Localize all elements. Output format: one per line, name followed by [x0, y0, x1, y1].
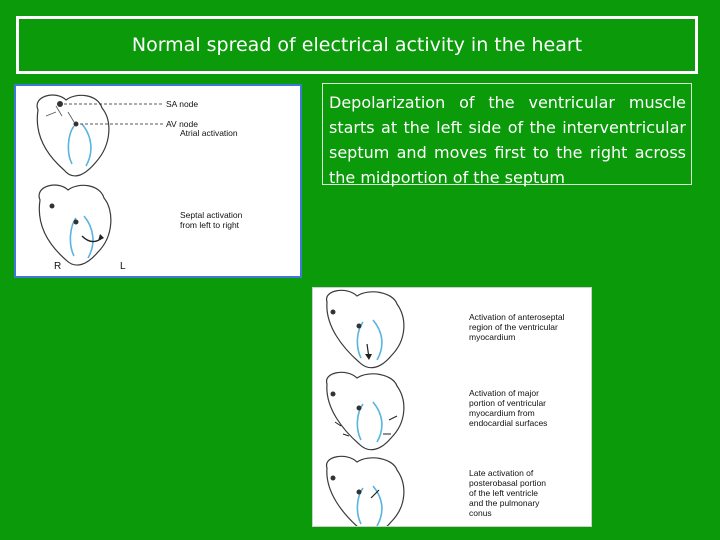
slide-title-box: Normal spread of electrical activity in … — [16, 16, 698, 74]
label-anteroseptal: Activation of anteroseptal region of the… — [469, 312, 565, 342]
label-sa-node: SA node — [166, 99, 199, 109]
heart-late-activation — [326, 455, 405, 526]
description-box: Depolarization of the ventricular muscle… — [322, 83, 692, 187]
sa-node-dot-2 — [49, 203, 55, 209]
av-node-dot — [73, 121, 79, 127]
slide-title: Normal spread of electrical activity in … — [131, 34, 583, 56]
heart-anteroseptal — [326, 289, 405, 369]
heart-atrial-activation — [36, 94, 110, 177]
heart-major-portion — [326, 371, 405, 451]
label-atrial-activation: Atrial activation — [180, 128, 238, 138]
figure-ventricular-activation: Activation of anteroseptal region of the… — [312, 287, 592, 527]
sa-node-dot — [57, 101, 63, 107]
label-late-activation: Late activation of posterobasal portion … — [469, 468, 547, 518]
heart-diagram-bottom — [326, 289, 405, 526]
label-right: R — [54, 261, 62, 272]
av-node-dot-2 — [73, 219, 79, 225]
label-av-node: AV node — [166, 119, 198, 129]
label-left: L — [120, 261, 126, 272]
label-septal-activation: Septal activation from left to right — [180, 210, 243, 230]
figure-atrial-septal-activation: SA node AV node Atrial activation Septal… — [14, 84, 302, 278]
label-major-portion: Activation of major portion of ventricul… — [469, 388, 548, 428]
heart-diagram-top — [36, 94, 164, 266]
description-text: Depolarization of the ventricular muscle… — [329, 93, 686, 187]
heart-septal-activation — [38, 184, 112, 266]
